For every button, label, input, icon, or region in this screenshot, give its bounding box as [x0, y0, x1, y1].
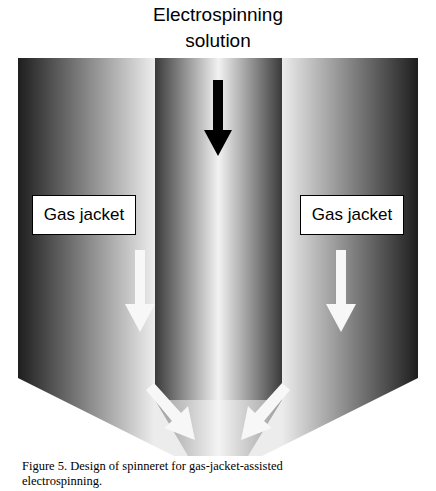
- gas-flow-arrow: [125, 250, 155, 332]
- gas-flow-arrow: [146, 383, 195, 440]
- solution-label: Electrospinning solution: [133, 2, 303, 54]
- gas-flow-arrow: [241, 383, 290, 440]
- gas-jacket-box: Gas jacket: [300, 195, 404, 235]
- gas-jacket-box: Gas jacket: [32, 195, 136, 235]
- box-label: Gas jacket: [44, 205, 124, 225]
- gas-jacket-body: [18, 58, 418, 456]
- solution-tube: [155, 58, 282, 400]
- gas-flow-arrow: [326, 250, 356, 332]
- figure-caption: Figure 5. Design of spinneret for gas-ja…: [22, 459, 342, 489]
- box-label: Gas jacket: [312, 205, 392, 225]
- solution-flow-arrow: [204, 80, 232, 156]
